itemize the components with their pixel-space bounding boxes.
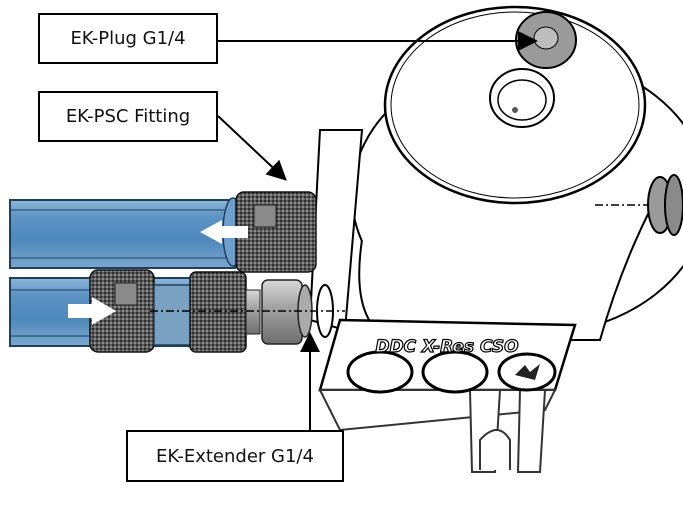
callout-plug: EK-Plug G1/4 [38,13,218,64]
callout-extender: EK-Extender G1/4 [126,430,344,482]
flow-arrow-left-icon [200,220,248,244]
ek-logo-icon [515,364,540,380]
base-circle-1 [346,350,414,394]
product-marking: DDC X-Res CSO [375,337,518,357]
top-port [489,68,555,128]
pump-base [308,129,577,473]
callout-psc-fitting: EK-PSC Fitting [38,91,218,142]
flow-arrow-right-icon [68,297,116,325]
tube-lower [9,269,345,353]
callout-plug-label: EK-Plug G1/4 [70,28,186,49]
tube-upper [9,191,317,273]
callout-psc-label: EK-PSC Fitting [65,106,191,127]
base-circle-2 [421,350,489,394]
plug-part-side [595,174,683,236]
reservoir-body [351,5,683,341]
leader-line-psc [217,115,287,181]
extender-part [261,279,303,345]
callout-extender-label: EK-Extender G1/4 [156,445,314,467]
psc-fitting-lower-body [189,271,247,353]
